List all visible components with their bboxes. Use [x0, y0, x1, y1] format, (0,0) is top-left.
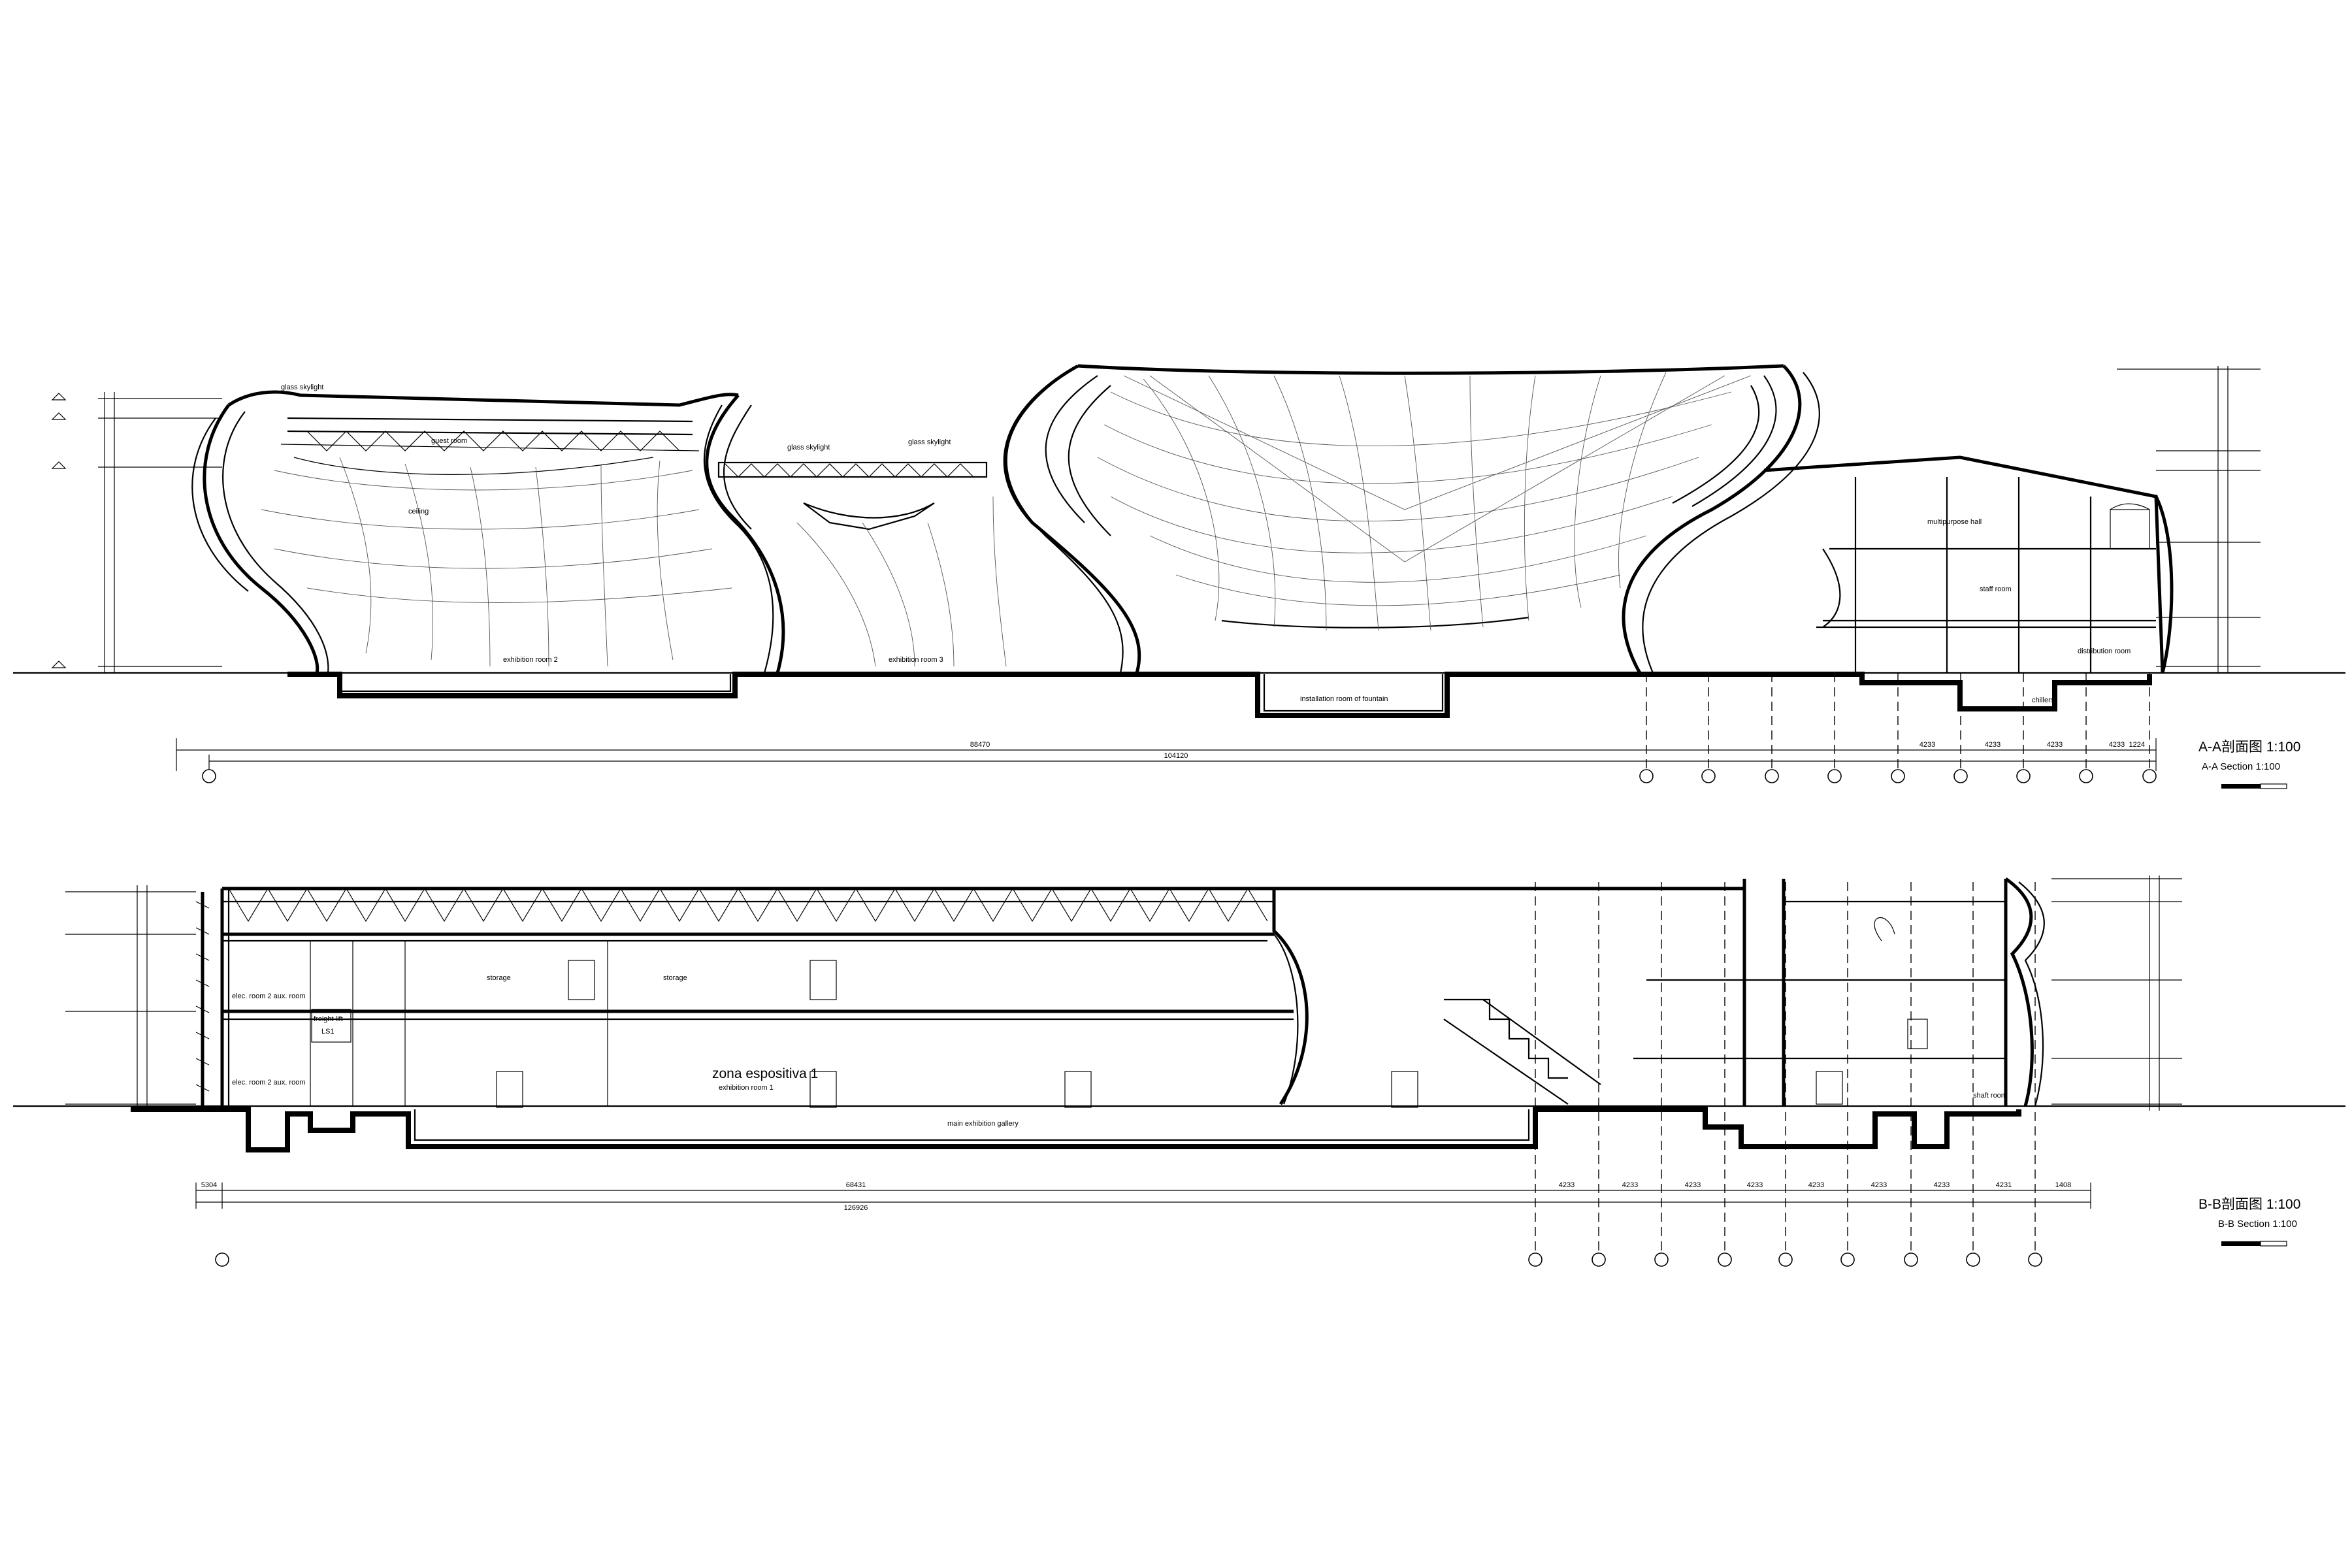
label-guest-room: guest room [431, 437, 467, 445]
dim-bay-aa: 4233 [2047, 741, 2063, 749]
label-chillers: chillers [2032, 696, 2055, 704]
label-main-gallery: main exhibition gallery [947, 1120, 1019, 1128]
level-markers-left-bb [65, 885, 196, 1106]
label-storage: storage [487, 974, 511, 982]
label-distribution-room: distribution room [2078, 647, 2131, 655]
dim-bay-bb: 4233 [1871, 1181, 1887, 1189]
dim-bay-bb: 4231 [1996, 1181, 2012, 1189]
dim-bay-bb: 4233 [1747, 1181, 1763, 1189]
label-glass-skylight: glass skylight [787, 444, 830, 451]
label-exhibition-room-2: exhibition room 2 [503, 656, 558, 664]
axis-lines-aa [1646, 673, 2150, 771]
truss-left-aa [280, 431, 700, 451]
organic-wall-left-aa [203, 404, 319, 674]
label-shaft-room: shaft room [1973, 1092, 2007, 1100]
level-markers-right-bb [2051, 875, 2182, 1111]
label-staff-room: staff room [1980, 585, 2012, 593]
roof-center-aa [1077, 364, 1784, 375]
dim-bay-bb: 4233 [1934, 1181, 1950, 1189]
label-exhibition-room-3: exhibition room 3 [889, 656, 943, 664]
mesh-grid-left-aa [261, 457, 1007, 667]
dimension-lines-aa [176, 738, 2157, 771]
section-aa: 88470 104120 4233 4233 4233 4233 1224 gl… [13, 364, 2345, 789]
dim-span-main-bb: 68431 [846, 1181, 866, 1189]
dim-bay-bb: 4233 [1685, 1181, 1701, 1189]
label-installation-room: installation room of fountain [1300, 695, 1388, 703]
level-markers-left-aa [51, 392, 222, 673]
upper-right-volume-bb [1274, 879, 2008, 1106]
right-block-aa [1763, 455, 2174, 674]
section-bb: 5304 68431 126926 4233 4233 4233 4233 42… [13, 875, 2345, 1267]
axis-bubbles-bb [215, 1252, 2042, 1267]
dim-span-main-aa: 88470 [970, 741, 990, 749]
basement-outline-aa [287, 672, 2152, 718]
scale-bar-bb [2221, 1241, 2287, 1247]
dim-bay-bb: 1408 [2055, 1181, 2071, 1189]
label-ceiling: ceiling [408, 508, 429, 515]
label-zona-espositiva: zona espositiva 1 [712, 1066, 818, 1081]
basement-outline-bb [131, 1107, 2021, 1152]
dim-bay-bb: 4233 [1622, 1181, 1638, 1189]
dim-bay-aa: 4233 [1919, 741, 1935, 749]
axis-bubbles-aa [202, 769, 2157, 783]
organic-wall-mid1-aa [705, 394, 785, 674]
section-bb-title-cn: B-B剖面图 1:100 [2198, 1197, 2300, 1212]
label-glass-skylight: glass skylight [908, 438, 951, 446]
dim-bay-aa: 4233 [2109, 741, 2125, 749]
roof-left-aa [227, 390, 739, 407]
dimension-lines-bb [195, 1183, 2091, 1209]
dim-bay-aa: 4233 [1985, 741, 2001, 749]
dim-left-bb: 5304 [201, 1181, 217, 1189]
dim-total-aa: 104120 [1164, 752, 1188, 760]
label-storage: storage [663, 974, 687, 982]
level-markers-right-aa [2117, 366, 2261, 673]
organic-wall-right-bb [2004, 877, 2034, 1107]
dim-bay-bb: 4233 [1559, 1181, 1575, 1189]
skylight-bridge-aa [717, 461, 988, 531]
section-aa-title-en: A-A Section 1:100 [2202, 761, 2280, 772]
main-shell-bb [220, 887, 1418, 1108]
organic-wall-mid2-aa [1003, 364, 1141, 674]
label-elec-room: elec. room 2 aux. room [232, 992, 306, 1000]
mesh-grid-center-aa [1097, 372, 1752, 631]
label-multipurpose: multipurpose hall [1927, 518, 1982, 526]
label-glass-skylight: glass skylight [281, 384, 323, 391]
label-elec-room: elec. room 2 aux. room [232, 1079, 306, 1086]
dim-bay-bb: 4233 [1808, 1181, 1824, 1189]
dim-bay-aa: 1224 [2129, 741, 2145, 749]
section-aa-title-cn: A-A剖面图 1:100 [2198, 740, 2300, 755]
label-freight-lift: freight lift [314, 1015, 343, 1023]
organic-wall-mid3-aa [1622, 365, 1802, 674]
axis-lines-bb [1535, 882, 2036, 1254]
section-bb-title-en: B-B Section 1:100 [2218, 1218, 2297, 1230]
label-lift-code: LS1 [321, 1028, 335, 1036]
scale-bar-aa [2221, 783, 2287, 789]
label-exhibition-room-1: exhibition room 1 [719, 1084, 774, 1092]
dim-total-bb: 126926 [844, 1204, 868, 1212]
